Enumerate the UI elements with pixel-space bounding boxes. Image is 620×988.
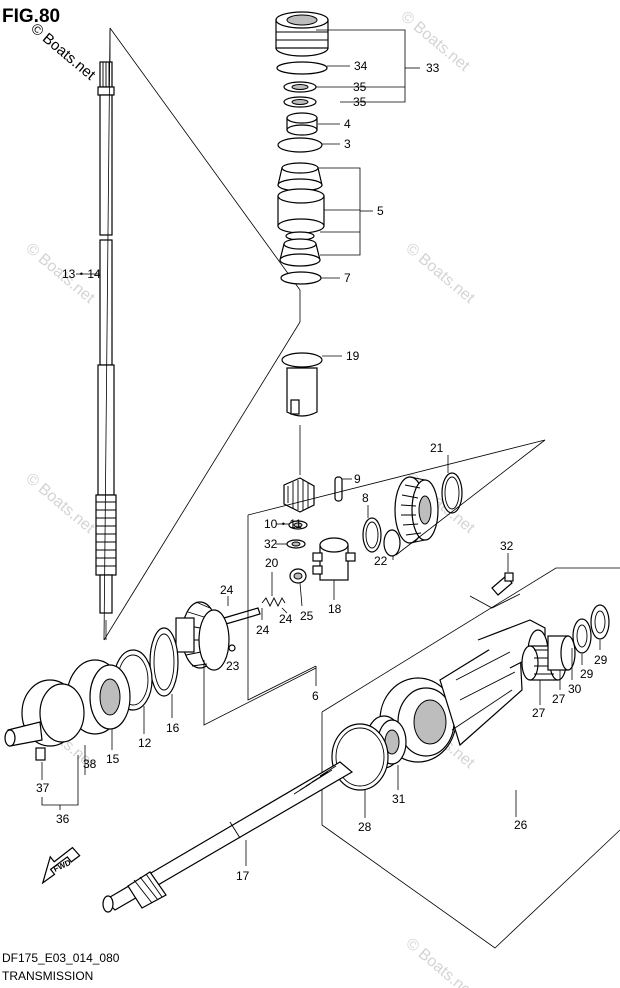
- callout-label: 16: [166, 721, 180, 735]
- callout-label: 35: [353, 95, 367, 109]
- ball-part-23: [228, 644, 236, 652]
- driveshaft-splines: [96, 501, 116, 567]
- callout-label: 8: [362, 491, 369, 505]
- shim-part-3: [277, 137, 323, 153]
- figure-code: DF175_E03_014_080: [2, 951, 120, 965]
- callout-label: 23: [226, 659, 240, 673]
- taper-bearing-part-5a: [277, 162, 323, 192]
- bevel-gear-part: [394, 476, 439, 544]
- callout-label: 30: [568, 682, 582, 696]
- spring-part-22: [261, 596, 286, 608]
- clutch-part-18: [312, 537, 356, 581]
- callout-label: 38: [83, 757, 97, 771]
- driveshaft-part: [95, 30, 117, 640]
- shim-part-7: [280, 271, 322, 285]
- callout-label: 4: [344, 117, 351, 131]
- callout-label: 34: [354, 59, 368, 73]
- figure-title: FIG.80: [2, 6, 60, 27]
- propeller-shaft-part-17: [102, 761, 354, 913]
- callout-label: 12: [138, 736, 152, 750]
- pin-part-19: [334, 476, 343, 502]
- callout-label: 25: [300, 609, 314, 623]
- callout-label: 15: [106, 752, 120, 766]
- callout-label: 29: [580, 667, 594, 681]
- callout-label: 33: [426, 61, 440, 75]
- reverse-gear-part: [175, 601, 230, 671]
- bearing-part-4: [286, 112, 318, 136]
- callout-label: 5: [377, 204, 384, 218]
- leaders-upper: [316, 29, 420, 279]
- bolt-part-32: [491, 572, 514, 596]
- seal-part-29b: [590, 604, 610, 640]
- bearing-part-16: [149, 627, 179, 697]
- header-watermark: © Boats.net: [27, 20, 99, 84]
- callout-label: 9: [354, 472, 361, 486]
- housing-box-top: [321, 567, 620, 713]
- callout-label: 32: [264, 537, 278, 551]
- callout-label: 17: [236, 869, 250, 883]
- watermark: © Boats.net: [402, 935, 478, 988]
- taper-bearing-part-5b: [279, 238, 321, 267]
- callout-label: 36: [56, 812, 70, 826]
- leaders-group-6: [203, 439, 546, 726]
- callout-label: 28: [358, 820, 372, 834]
- bearing-part-15: [66, 659, 131, 735]
- callout-label: 6: [312, 689, 319, 703]
- callout-label: 35: [353, 80, 367, 94]
- bearing-cup-part-5: [277, 188, 325, 234]
- watermark: © Boats.net: [22, 470, 98, 537]
- housing-part-36: [4, 679, 85, 761]
- ring-part-10-11: [383, 529, 401, 557]
- fwd-arrow-icon: FWD: [41, 846, 81, 885]
- callout-label: 7: [344, 271, 351, 285]
- callout-label: 24: [279, 612, 293, 626]
- housing-box-bottom: [321, 712, 620, 949]
- callout-label: 31: [392, 792, 406, 806]
- callout-label: 24: [220, 583, 234, 597]
- oring-part-34: [276, 61, 328, 75]
- callout-label: 27: [532, 706, 546, 720]
- callout-label: 22: [374, 554, 388, 568]
- oring-part-28: [331, 723, 389, 791]
- callout-label: 29: [594, 653, 608, 667]
- callout-label: 26: [514, 818, 528, 832]
- callout-label: 13・14: [62, 267, 101, 281]
- sleeve-part-2: [281, 352, 323, 417]
- watermark: © Boats.net: [402, 240, 478, 307]
- pinion-gear-part: [283, 477, 315, 513]
- rod-part-20: [223, 607, 261, 625]
- bearing-housing-part-33: [275, 11, 329, 57]
- callout-label-32-visible: 32: [500, 539, 514, 553]
- callout-label: 3: [344, 137, 351, 151]
- callout-label: 20: [265, 556, 279, 570]
- callout-label: 37: [36, 781, 50, 795]
- callout-label: 19: [346, 349, 360, 363]
- figure-name: TRANSMISSION: [2, 969, 93, 983]
- callout-label: 21: [430, 441, 444, 455]
- callout-label: 24: [256, 623, 270, 637]
- seal-part-29a: [572, 618, 592, 654]
- callout-label: 10・11: [264, 517, 302, 531]
- callout-label: 27: [552, 692, 566, 706]
- callout-label: 18: [328, 602, 342, 616]
